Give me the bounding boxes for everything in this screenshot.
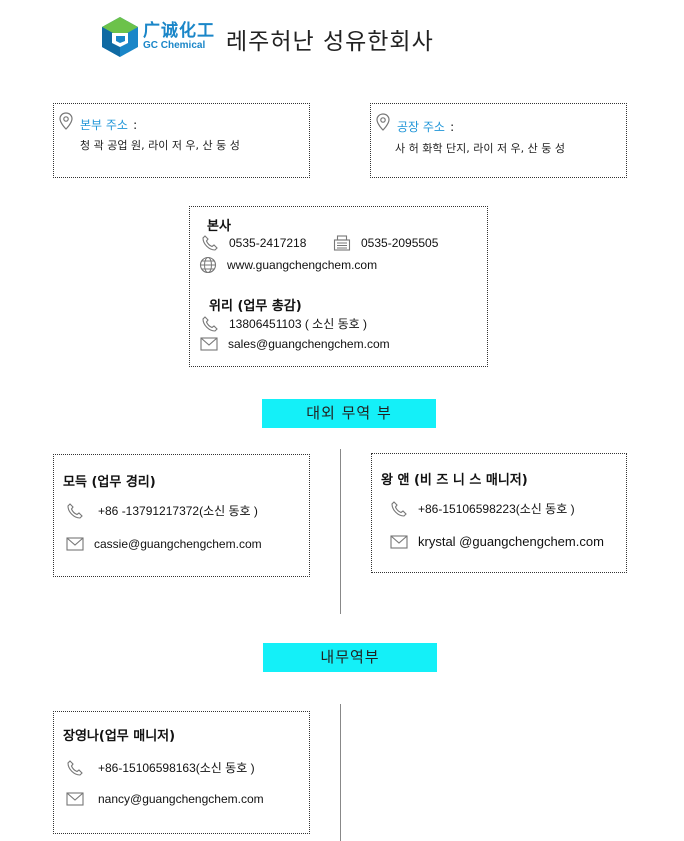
location-pin-icon [376,113,390,131]
manager-title: 위리 (업무 총감) [209,299,302,314]
domestic-trade-banner: 내무역부 [263,643,437,672]
contact-title: 왕 앤 (비 즈 니 스 매니저) [381,473,528,488]
contact-title: 장영나(업무 매니저) [63,729,176,744]
head-office-website[interactable]: www.guangchengchem.com [227,258,378,272]
divider-line [340,449,341,614]
phone-icon [67,759,83,776]
head-office-phone: 0535-2417218 [229,236,307,250]
contact-email[interactable]: krystal @guangchengchem.com [418,534,604,549]
mail-icon [200,337,218,351]
logo-chinese-text: 广诚化工 [143,21,215,41]
factory-address-colon: : [450,120,455,134]
phone-icon [67,502,83,519]
foreign-contact-box-right: 왕 앤 (비 즈 니 스 매니저) +86-15106598223(소신 동호 … [371,453,627,573]
location-pin-icon [59,112,73,130]
mail-icon [66,537,84,551]
company-name: 레주허난 성유한회사 [226,29,434,55]
logo-english-text: GC Chemical [143,40,206,51]
contact-phone: +86-15106598223(소신 동호 ) [418,502,575,516]
contact-title: 모득 (업무 경리) [63,475,156,490]
manager-phone: 13806451103 ( 소신 동호 ) [229,317,368,331]
hq-address-label: 본부 주소 [80,118,128,132]
head-office-fax: 0535-2095505 [361,236,439,250]
contact-phone: +86 -13791217372(소신 동호 ) [98,504,258,518]
hq-address-colon: : [133,118,138,132]
phone-icon [202,235,218,251]
globe-icon [199,256,217,274]
phone-icon [202,315,218,332]
factory-address-box: 공장 주소 : 사 허 화학 단지, 라이 저 우, 산 둥 성 [370,103,627,178]
mail-icon [390,534,408,549]
hq-address-text: 청 곽 공업 원, 라이 저 우, 산 둥 성 [80,139,240,152]
head-office-box: 본사 0535-2417218 0535-2095505 www.guangch… [189,206,488,367]
contact-phone: +86-15106598163(소신 동호 ) [98,761,255,775]
contact-email[interactable]: nancy@guangchengchem.com [98,792,264,806]
factory-address-label: 공장 주소 [397,120,445,134]
company-logo-icon [102,17,138,57]
foreign-contact-box-left: 모득 (업무 경리) +86 -13791217372(소신 동호 ) cass… [53,454,310,577]
foreign-trade-banner: 대외 무역 부 [262,399,436,428]
divider-line [340,704,341,841]
manager-email[interactable]: sales@guangchengchem.com [228,337,390,351]
phone-icon [391,500,407,517]
factory-address-text: 사 허 화학 단지, 라이 저 우, 산 둥 성 [395,142,566,155]
hq-address-box: 본부 주소 : 청 곽 공업 원, 라이 저 우, 산 둥 성 [53,103,310,178]
head-office-title: 본사 [207,219,231,234]
mail-icon [66,792,84,806]
fax-icon [333,235,351,251]
domestic-contact-box: 장영나(업무 매니저) +86-15106598163(소신 동호 ) nanc… [53,711,310,834]
contact-email[interactable]: cassie@guangchengchem.com [94,537,262,551]
